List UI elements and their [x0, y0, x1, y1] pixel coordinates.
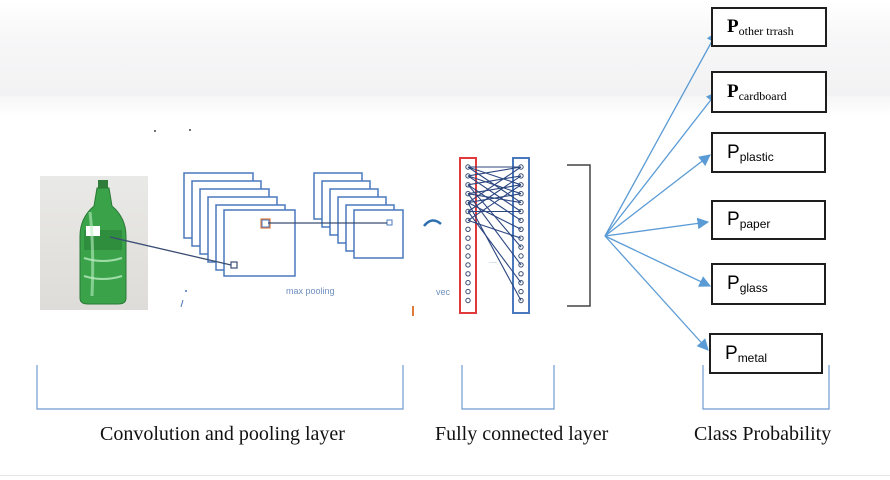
- fc-node: [518, 288, 524, 295]
- bottle-icon: [79, 180, 127, 305]
- flatten-arrow-icon: [423, 219, 442, 227]
- output-arrows: [604, 30, 718, 351]
- arrow-to-metal: [604, 235, 709, 351]
- blue-tick: [180, 299, 184, 308]
- fc-edge: [467, 166, 522, 177]
- conv-feature-maps: [183, 172, 296, 277]
- vec-label: vec: [436, 287, 451, 297]
- fc-connections: [467, 166, 522, 301]
- fc-edge: [467, 211, 522, 284]
- caption-fc: Fully connected layer: [435, 423, 609, 445]
- fc-node: [465, 226, 471, 233]
- prob-symbol: P: [727, 209, 740, 230]
- class-name: other trrash: [738, 23, 794, 38]
- fc-edge: [467, 184, 522, 195]
- caption-conv: Convolution and pooling layer: [100, 423, 345, 445]
- fc-edge: [467, 193, 522, 204]
- fc-bottom-bracket: [461, 365, 555, 410]
- class-name: plastic: [739, 149, 774, 164]
- fc-bracket: [567, 164, 591, 307]
- fc-node: [465, 253, 471, 259]
- input-vector-column: [459, 157, 477, 314]
- image-to-conv-line: [109, 236, 232, 266]
- fc-edge: [467, 175, 522, 186]
- prob-symbol: P: [727, 16, 739, 37]
- fc-node: [465, 271, 471, 277]
- prob-symbol: P: [727, 141, 740, 163]
- arrow-to-plastic: [604, 154, 711, 237]
- prob-symbol: P: [727, 81, 739, 102]
- stray-dot: [189, 129, 191, 131]
- fc-node: [465, 235, 471, 241]
- fc-node: [465, 262, 471, 268]
- arrow-to-other-trash: [604, 30, 718, 237]
- class-name: glass: [739, 281, 768, 295]
- conv-bottom-bracket: [36, 365, 404, 410]
- input-image: [40, 176, 148, 310]
- fc-node: [518, 271, 524, 277]
- arrow-to-cardboard: [604, 91, 718, 237]
- header-band-fade: [0, 96, 890, 116]
- class-bottom-bracket: [702, 365, 830, 410]
- class-name: paper: [739, 217, 771, 231]
- stray-dot: [185, 290, 187, 292]
- class-name: cardboard: [738, 88, 787, 103]
- prob-symbol: P: [725, 342, 738, 364]
- stray-dot: [154, 130, 156, 132]
- fc-edge: [467, 184, 522, 221]
- max-pooling-label: max pooling: [286, 286, 335, 296]
- prob-symbol: P: [727, 273, 740, 294]
- fc-node: [465, 280, 471, 286]
- fc-edge: [467, 184, 522, 248]
- arrow-to-glass: [604, 235, 712, 287]
- fc-node: [465, 297, 471, 304]
- class-name: metal: [737, 350, 768, 365]
- pool-feature-maps: [313, 172, 404, 259]
- arrow-to-paper: [604, 217, 710, 237]
- bottom-divider: [0, 475, 890, 476]
- nodes-ellipsis: ....: [489, 258, 497, 265]
- fc-node: [518, 253, 524, 259]
- fc-edge: [467, 193, 522, 266]
- fc-node: [465, 288, 471, 295]
- fc-edge: [467, 202, 522, 301]
- fc-edge: [467, 166, 522, 204]
- conv-target-cell: [230, 261, 238, 269]
- caption-class: Class Probability: [694, 423, 832, 445]
- fc-node: [465, 244, 471, 250]
